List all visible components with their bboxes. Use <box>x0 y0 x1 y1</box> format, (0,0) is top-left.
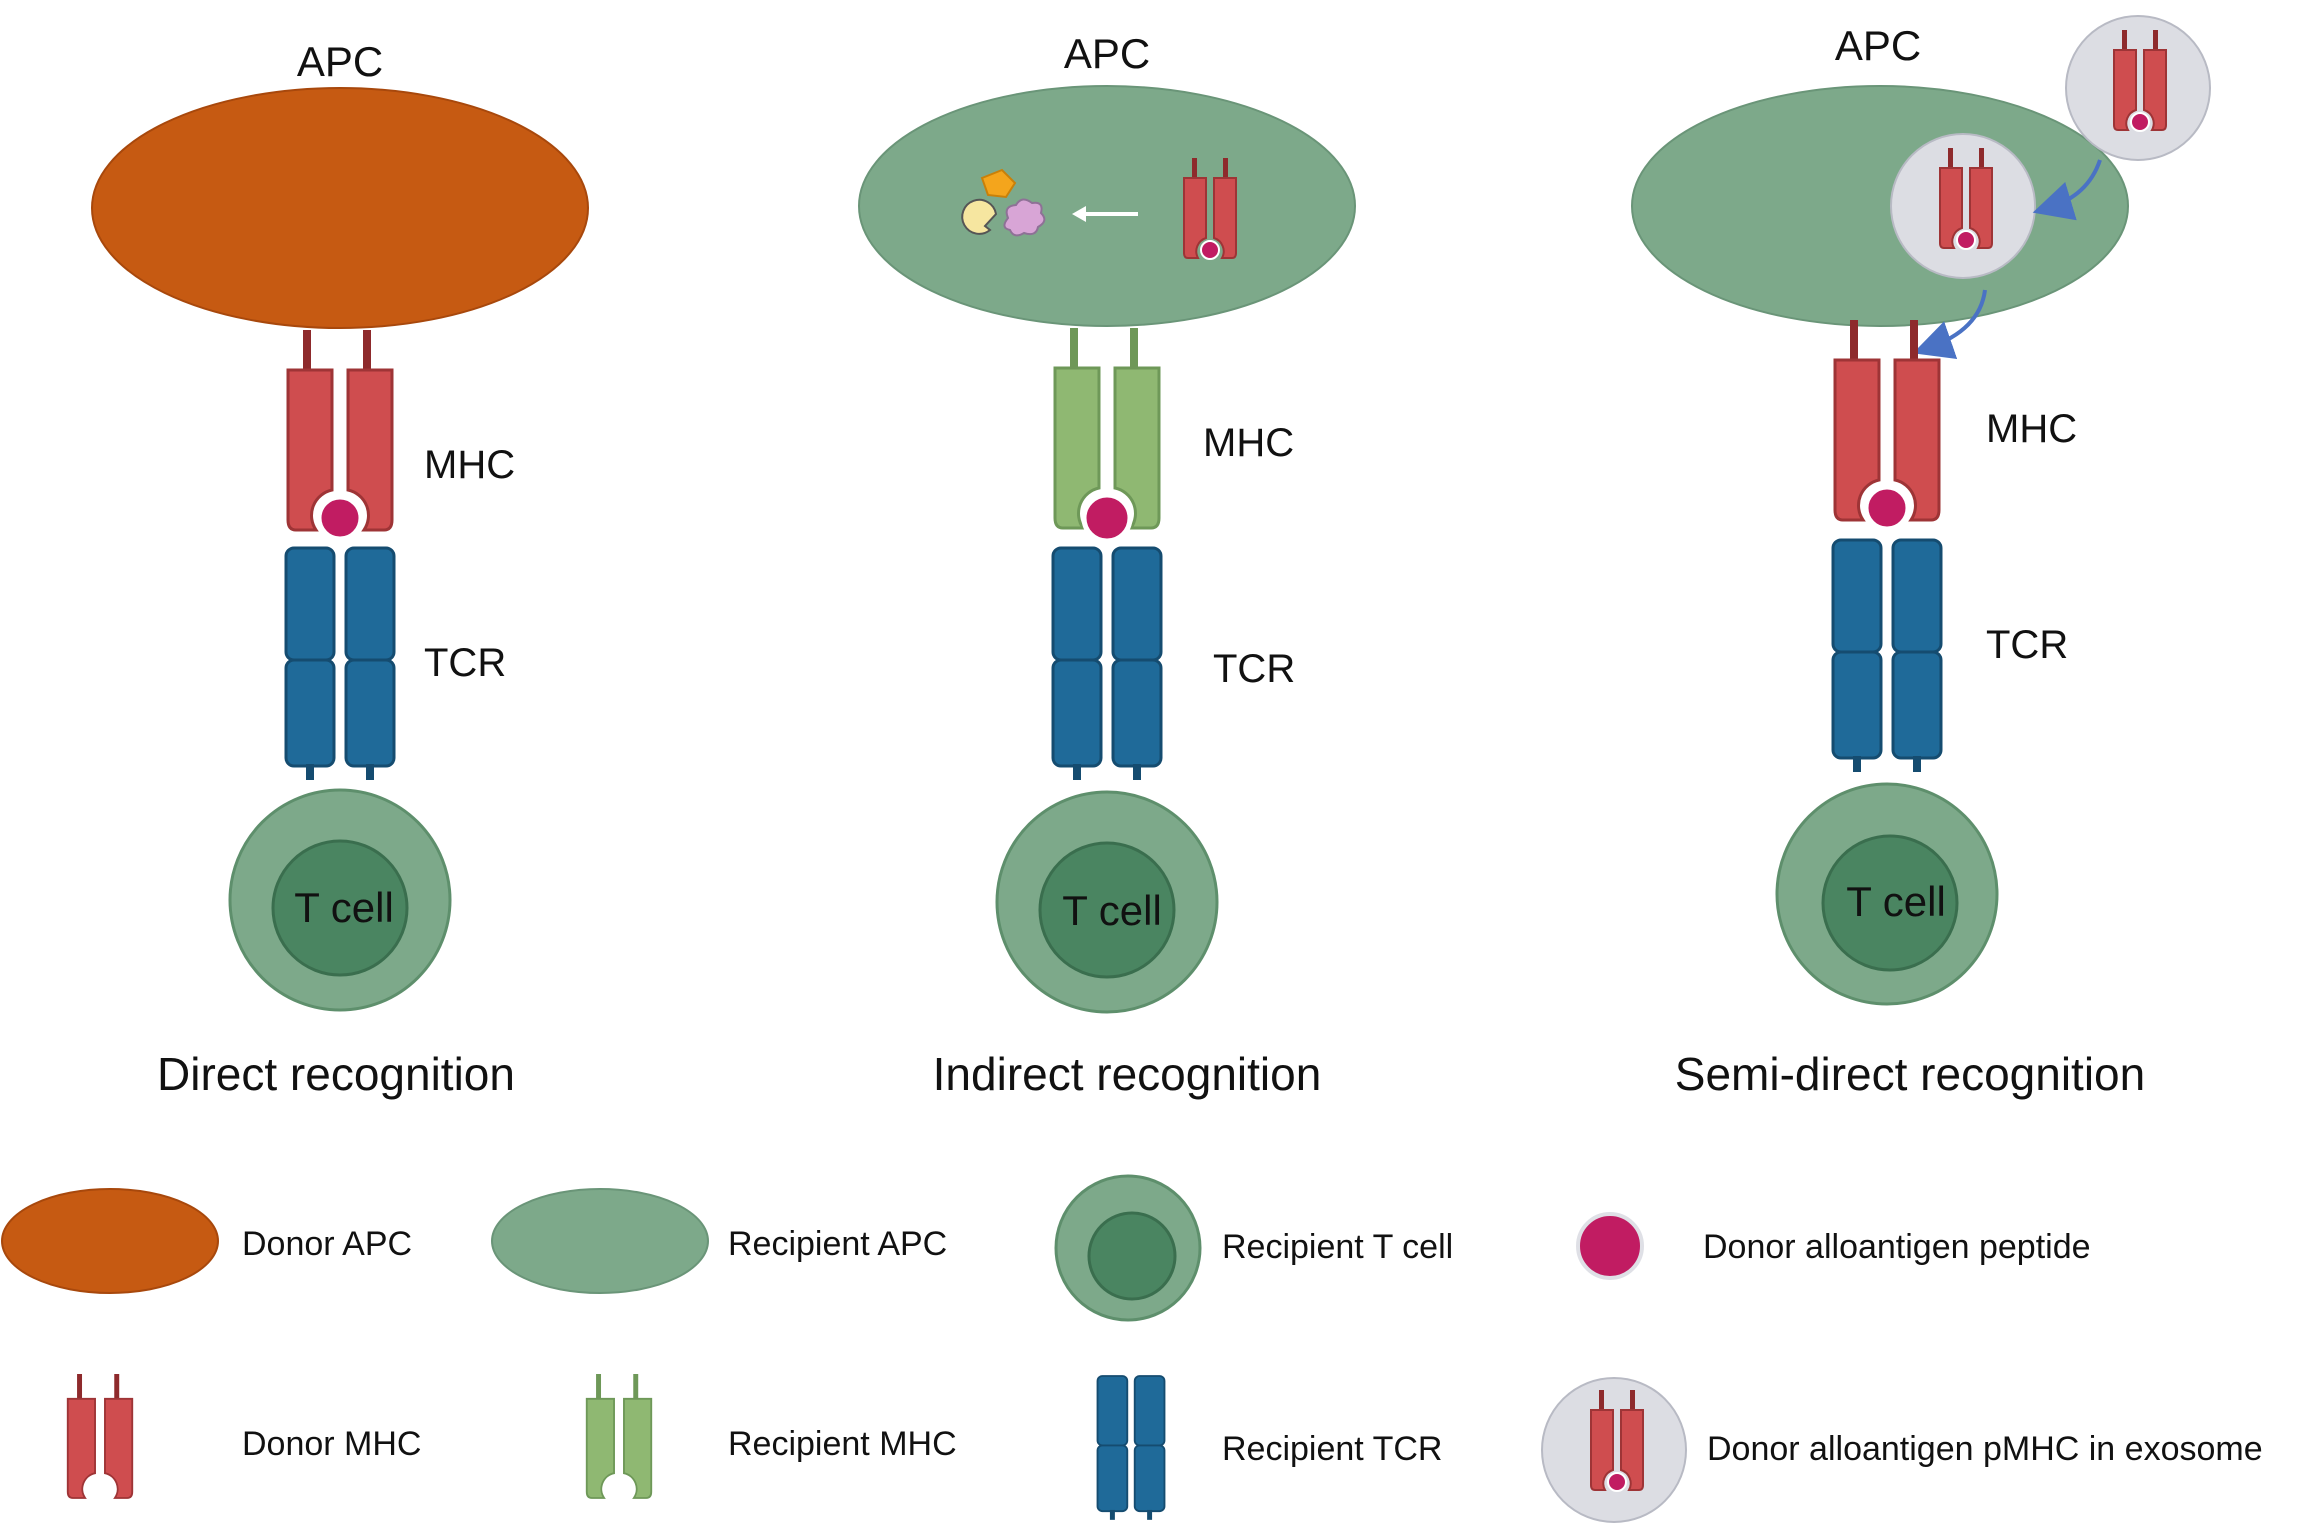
mhc-label: MHC <box>424 443 515 487</box>
panel-semi-direct: APC T cell MHC TCR Semi-direct recogniti… <box>1631 15 2211 1100</box>
t-cell-label: T cell <box>1846 878 1946 925</box>
legend-t-cell-nucleus <box>1087 1211 1177 1301</box>
legend-peptide-swatch <box>1576 1212 1644 1280</box>
apc-label: APC <box>297 38 383 85</box>
fragment-icon <box>1003 198 1046 237</box>
donor-apc-cell <box>91 87 589 329</box>
panel-caption: Semi-direct recognition <box>1675 1048 2145 1100</box>
recipient-tcr <box>284 546 396 782</box>
legend-peptide-label: Donor alloantigen peptide <box>1703 1228 2091 1266</box>
transfer-arrow-icon <box>2032 159 2102 221</box>
fragment-icon <box>980 168 1017 199</box>
legend-t-cell-label: Recipient T cell <box>1222 1228 1453 1266</box>
legend-recipient-mhc-label: Recipient MHC <box>728 1425 957 1463</box>
legend-donor-mhc-label: Donor MHC <box>242 1425 421 1463</box>
recipient-tcr <box>1051 546 1163 782</box>
apc-label: APC <box>1835 22 1921 69</box>
peptide-dot <box>316 494 364 542</box>
panel-caption: Direct recognition <box>157 1048 515 1100</box>
legend-donor-apc-swatch <box>1 1188 219 1294</box>
legend-recipient-apc-swatch <box>491 1188 709 1294</box>
t-cell-label: T cell <box>1062 887 1162 934</box>
t-cell-nucleus <box>1038 841 1176 979</box>
mhc-label: MHC <box>1986 407 2077 451</box>
transfer-arrow-icon <box>1912 289 1987 360</box>
fragment-icon <box>961 198 998 235</box>
recipient-apc-cell <box>858 85 1356 327</box>
legend-exosome-label: Donor alloantigen pMHC in exosome <box>1707 1430 2263 1468</box>
legend-recipient-apc-label: Recipient APC <box>728 1225 947 1263</box>
panel-direct: APC T cell MHC TCR Direct recognition <box>91 38 589 1100</box>
peptide-dot <box>1863 484 1911 532</box>
apc-label: APC <box>1064 30 1150 77</box>
recipient-tcr <box>1831 538 1943 774</box>
legend-donor-mhc-icon <box>66 1373 134 1499</box>
panel-indirect: APC T cell MHC TCR Indirect recognition <box>858 30 1356 1100</box>
t-cell-nucleus <box>1821 834 1959 972</box>
tcr-label: TCR <box>424 641 506 685</box>
arrowhead-icon <box>1072 206 1086 222</box>
legend: Donor APC Recipient APC Recipient T cell… <box>1 1174 2263 1523</box>
tcr-label: TCR <box>1986 623 2068 667</box>
mhc-label: MHC <box>1203 421 1294 465</box>
tcr-label: TCR <box>1213 647 1295 691</box>
exosome-outside <box>2065 15 2211 161</box>
legend-donor-apc-label: Donor APC <box>242 1225 412 1263</box>
legend-tcr-icon <box>1096 1375 1166 1521</box>
t-cell-nucleus <box>271 839 409 977</box>
legend-recipient-mhc-icon <box>585 1373 653 1499</box>
peptide-dot <box>1081 492 1133 544</box>
panel-caption: Indirect recognition <box>933 1048 1322 1100</box>
t-cell-label: T cell <box>294 884 394 931</box>
legend-tcr-label: Recipient TCR <box>1222 1430 1442 1468</box>
